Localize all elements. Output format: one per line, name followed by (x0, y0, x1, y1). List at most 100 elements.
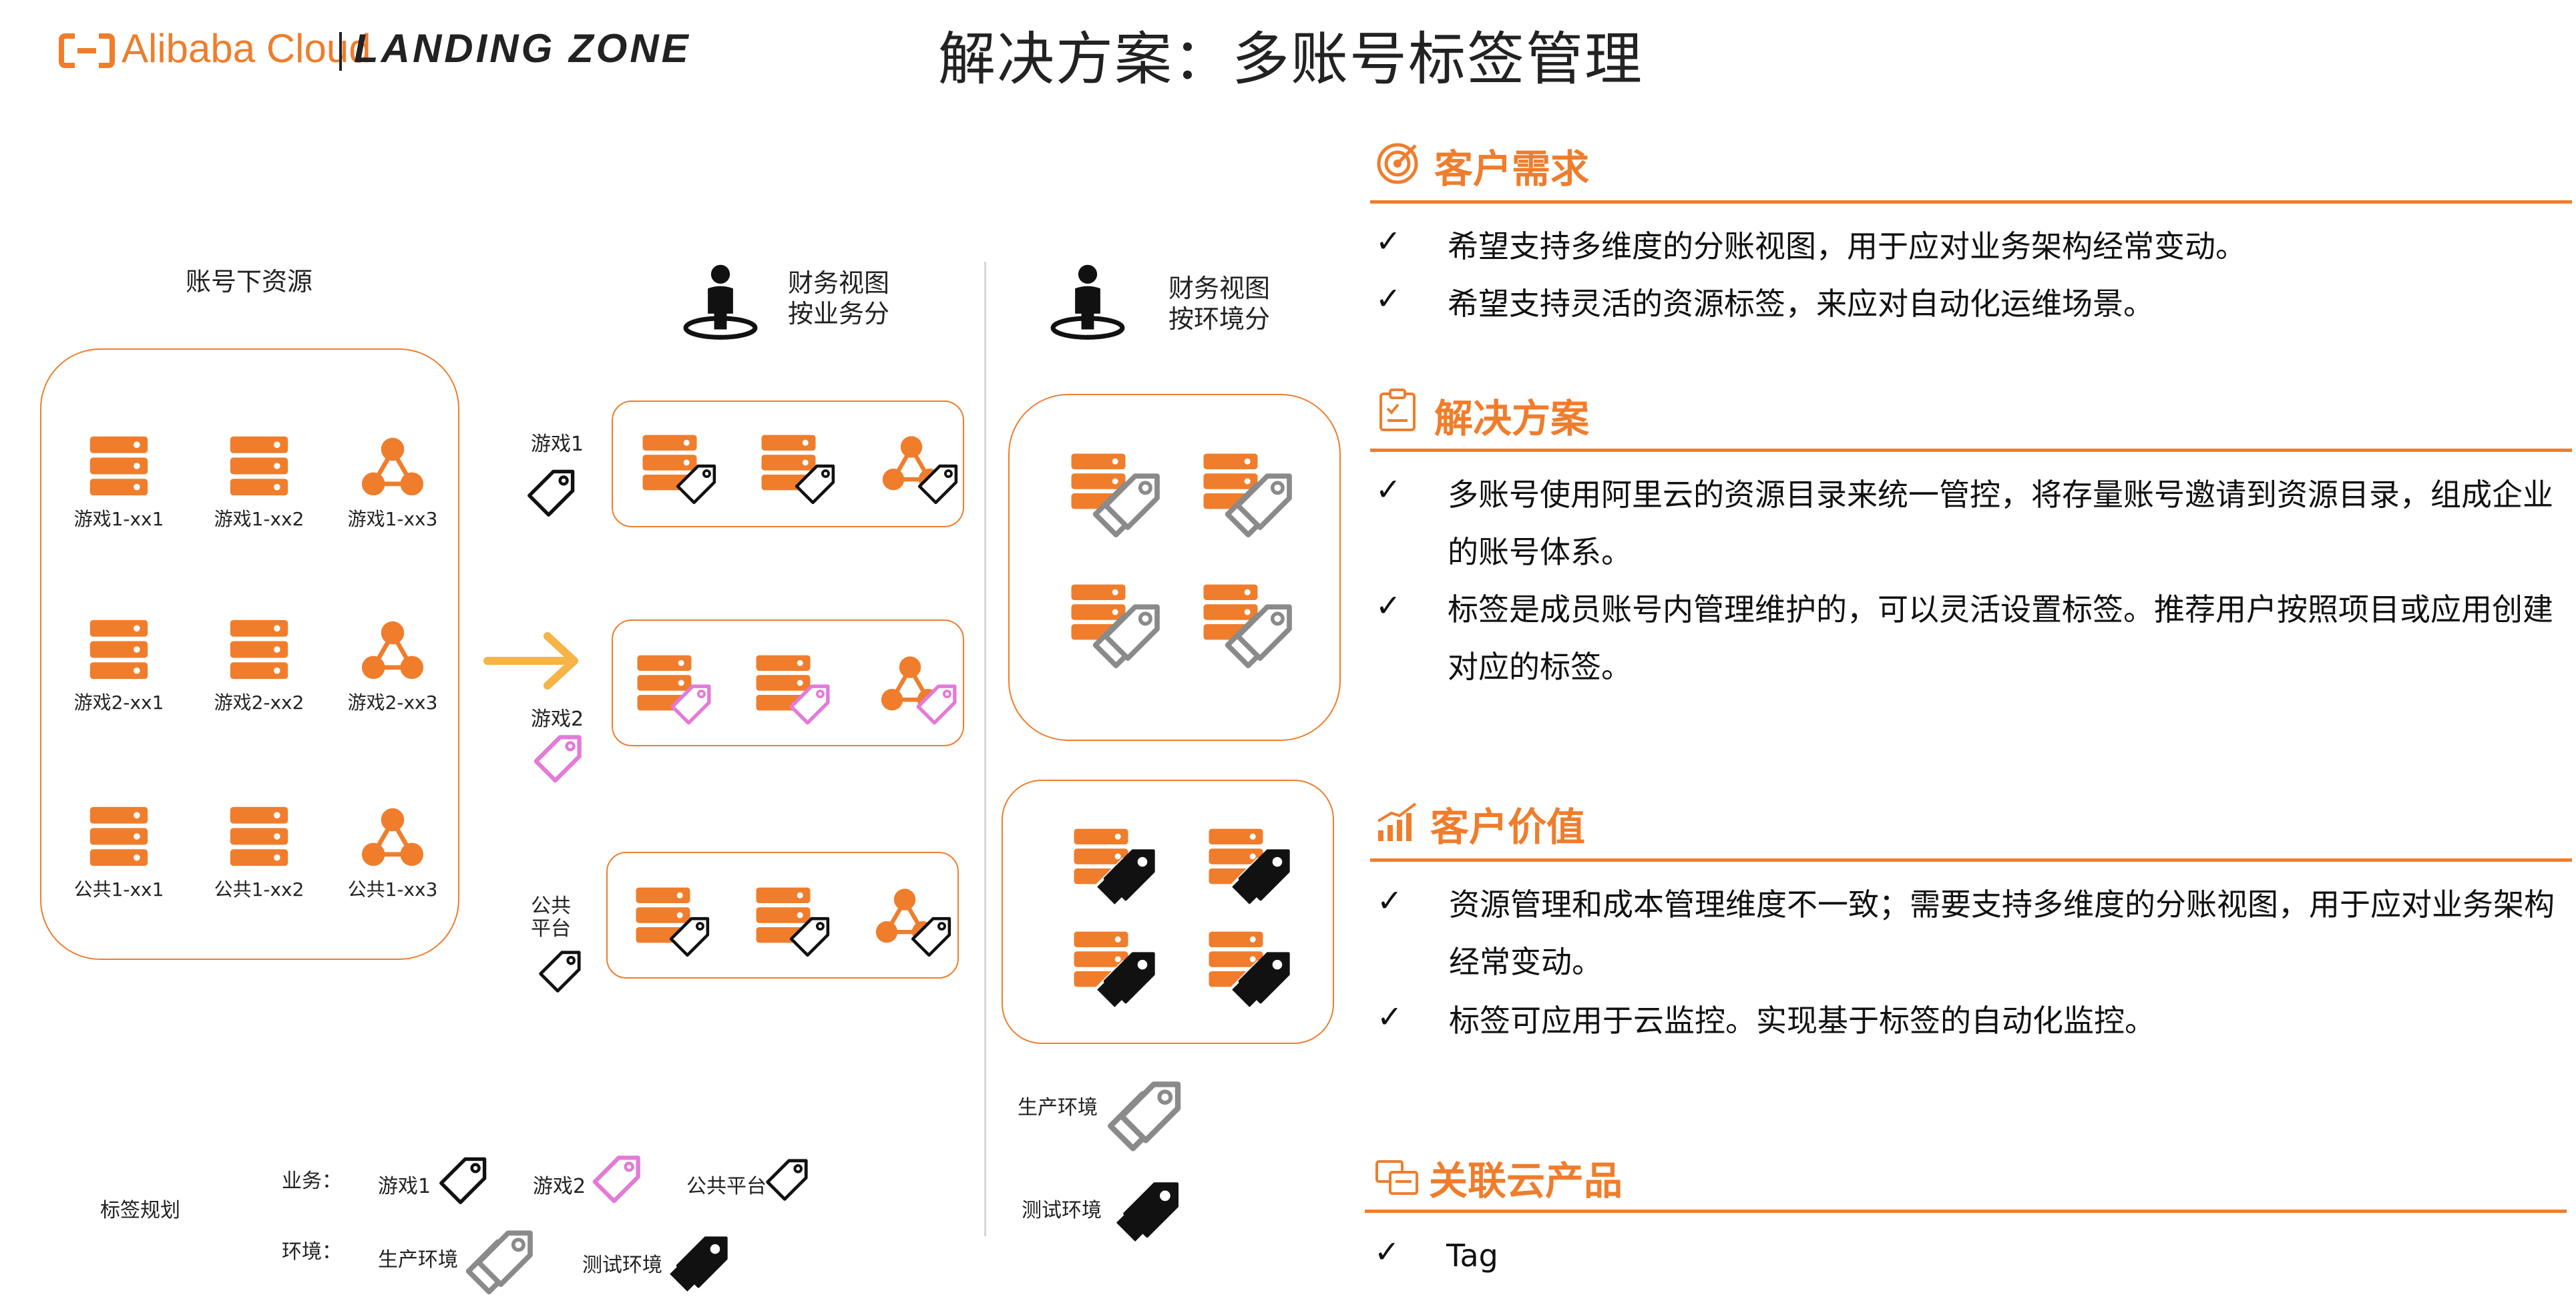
tag-pink-icon (666, 678, 717, 729)
env-legend-production: 生产环境 (1018, 1096, 1098, 1119)
check-mark: ✓ (1375, 280, 1402, 316)
value-item: 标签可应用于云监控。实现基于标签的自动化监控。 (1449, 1003, 2155, 1039)
tag-gray-icon (1106, 1075, 1186, 1155)
tag-plan-business-public: 公共平台 (686, 1175, 767, 1198)
requirement-item: 希望支持灵活的资源标签，来应对自动化运维场景。 (1448, 286, 2154, 322)
checklist-icon (1379, 388, 1416, 431)
tag-plan-env-label: 环境： (282, 1240, 342, 1264)
account-label: 游戏2-xx2 (214, 692, 304, 714)
server-icon (87, 434, 151, 498)
tag-black-icon (1226, 945, 1295, 1015)
tag-outline-icon (761, 1152, 815, 1206)
finance-view-env-icon (1048, 262, 1127, 340)
tag-outline-icon (522, 462, 582, 522)
section-title-solution: 解决方案 (1434, 396, 1590, 441)
env-legend-test: 测试环境 (1022, 1199, 1102, 1222)
env-test-panel (1002, 780, 1334, 1044)
server-icon (227, 434, 291, 498)
tag-black-icon (1110, 1175, 1185, 1250)
network-icon (361, 804, 425, 868)
account-label: 公共1-xx3 (347, 878, 438, 900)
finance-view-business-icon (681, 262, 760, 340)
header: Alibaba Cloud LANDING ZONE (59, 25, 728, 79)
logo-divider (339, 32, 342, 71)
check-mark: ✓ (1374, 1234, 1400, 1270)
tag-plan-business-game2: 游戏2 (533, 1175, 586, 1198)
tag-outline-icon (665, 911, 716, 961)
alibaba-cloud-logo-icon (59, 33, 115, 68)
finance-view-env-line1: 财务视图 (1168, 274, 1271, 303)
business-label-game1: 游戏1 (531, 433, 584, 456)
business-group-panel-3 (606, 852, 959, 979)
business-group-panel-2 (612, 619, 964, 746)
section-title-requirements: 客户需求 (1434, 146, 1590, 192)
section-title-value: 客户价值 (1430, 804, 1586, 850)
tag-outline-icon (534, 944, 588, 997)
finance-view-env-line2: 按环境分 (1168, 304, 1271, 334)
account-label: 游戏1-xx1 (73, 508, 164, 530)
tag-black-icon (1091, 945, 1160, 1015)
products-icon (1375, 1160, 1418, 1195)
tag-plan-env-production: 生产环境 (378, 1248, 458, 1272)
check-mark: ✓ (1377, 882, 1403, 919)
value-item: 资源管理和成本管理维度不一致；需要支持多维度的分账视图，用于应对业务架构经常变动… (1449, 886, 2555, 980)
account-resources-title: 账号下资源 (186, 267, 313, 296)
arrow-right-icon (483, 632, 578, 690)
account-label: 游戏1-xx2 (214, 508, 304, 530)
tag-black-icon (661, 1230, 736, 1299)
business-label-public-line2: 平台 (531, 917, 571, 941)
tag-gray-icon (1091, 467, 1164, 541)
product-item: Tag (1446, 1238, 1498, 1274)
check-mark: ✓ (1375, 587, 1402, 623)
check-mark: ✓ (1375, 471, 1402, 507)
business-group-panel-1 (612, 401, 964, 527)
check-mark: ✓ (1377, 999, 1403, 1035)
bar-chart-icon (1377, 802, 1417, 841)
server-icon (87, 617, 151, 682)
section-title-products: 关联云产品 (1429, 1158, 1623, 1204)
tag-outline-icon (791, 458, 841, 509)
tag-outline-icon (672, 458, 722, 509)
server-icon (87, 804, 151, 868)
tag-outline-icon (907, 911, 957, 961)
tag-plan-title: 标签规划 (100, 1199, 180, 1222)
tag-gray-icon (461, 1224, 541, 1298)
tag-gray-icon (1223, 467, 1297, 541)
network-icon (361, 617, 425, 682)
tag-outline-icon (434, 1149, 494, 1210)
solution-item: 标签是成员账号内管理维护的，可以灵活设置标签。推荐用户按照项目或应用创建对应的标… (1448, 591, 2553, 685)
account-label: 公共1-xx1 (73, 878, 164, 900)
account-label: 公共1-xx2 (214, 878, 304, 900)
check-mark: ✓ (1375, 223, 1402, 259)
finance-view-business-line2: 按业务分 (788, 299, 890, 328)
env-production-panel (1008, 394, 1341, 741)
account-resources-panel (40, 348, 459, 960)
tag-outline-icon (913, 458, 964, 509)
tag-gray-icon (1223, 598, 1297, 672)
account-label: 游戏2-xx3 (347, 692, 438, 714)
section-rule (1365, 1210, 2567, 1213)
tag-outline-icon (785, 911, 836, 961)
tag-gray-icon (1091, 598, 1164, 672)
tag-pink-icon (912, 678, 963, 729)
finance-view-business-line1: 财务视图 (788, 268, 890, 298)
tag-pink-icon (588, 1148, 648, 1208)
account-label: 游戏1-xx3 (347, 508, 438, 530)
network-icon (361, 434, 425, 498)
vertical-divider (984, 262, 986, 1236)
section-rule (1370, 449, 2572, 452)
business-label-game2: 游戏2 (531, 708, 584, 731)
business-label-public-line1: 公共 (531, 894, 571, 918)
account-label: 游戏2-xx1 (73, 692, 164, 714)
page-title: 解决方案：多账号标签管理 (938, 26, 1643, 93)
product-name: LANDING ZONE (354, 26, 691, 71)
server-icon (227, 617, 291, 682)
tag-pink-icon (785, 678, 836, 729)
brand-name: Alibaba Cloud (122, 26, 371, 71)
requirement-item: 希望支持多维度的分账视图，用于应对业务架构经常变动。 (1448, 228, 2246, 264)
server-icon (227, 804, 291, 868)
tag-black-icon (1091, 842, 1160, 912)
target-icon (1377, 143, 1418, 184)
tag-black-icon (1226, 842, 1295, 912)
section-rule (1370, 858, 2572, 862)
